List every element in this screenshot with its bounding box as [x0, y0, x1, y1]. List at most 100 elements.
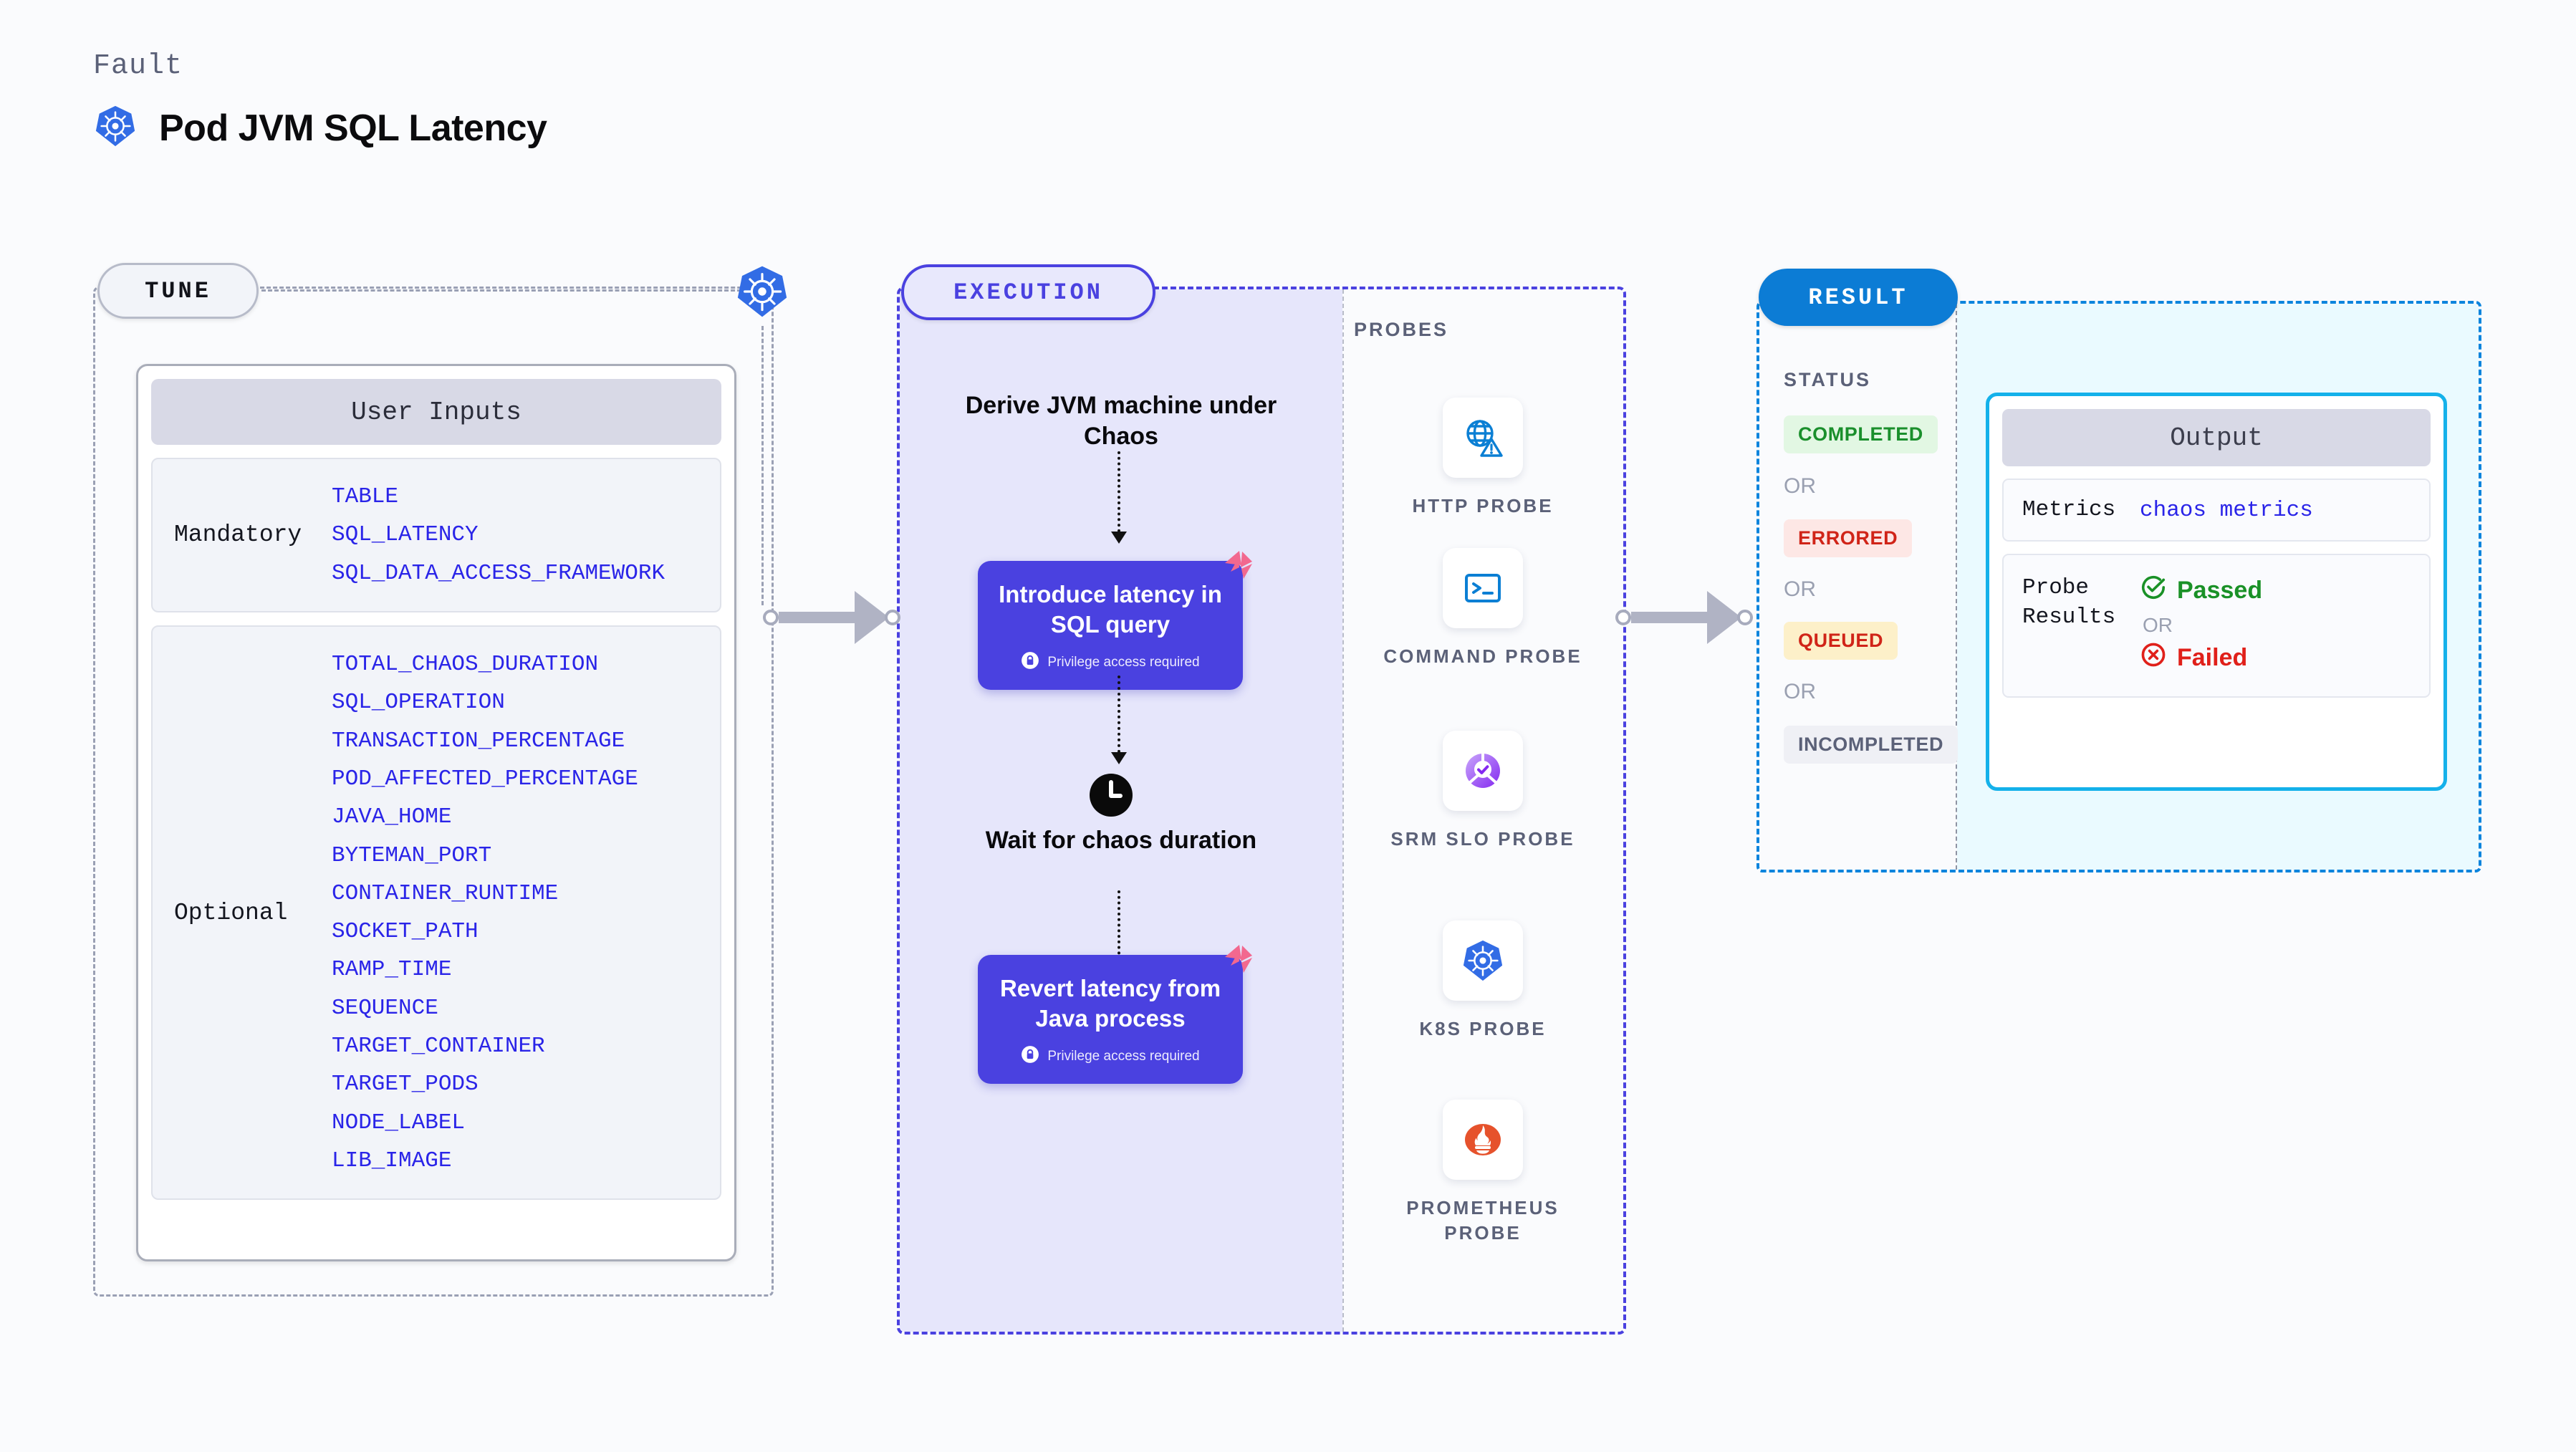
harness-chaos-icon — [1215, 941, 1255, 981]
probe-result-failed: Failed — [2140, 641, 2429, 675]
status-or-label: OR — [1784, 474, 1816, 498]
probe-result-failed-label: Failed — [2177, 644, 2248, 672]
connector-end-dot — [1737, 610, 1753, 625]
execution-node-note: Privilege access required — [991, 1045, 1230, 1068]
probe-command[interactable]: COMMAND PROBE — [1375, 548, 1590, 669]
execution-stage-pill[interactable]: EXECUTION — [901, 264, 1155, 320]
param-item[interactable]: POD_AFFECTED_PERCENTAGE — [332, 766, 638, 792]
terminal-icon — [1443, 548, 1523, 628]
status-badge: COMPLETED — [1784, 415, 1938, 453]
probes-divider — [1342, 289, 1344, 1332]
execution-node-title: Revert latency from Java process — [999, 975, 1221, 1032]
connector-end-dot — [885, 610, 900, 625]
user-inputs-card: User Inputs Mandatory TABLE SQL_LATENCY … — [136, 364, 736, 1261]
status-badge: ERRORED — [1784, 519, 1913, 557]
mandatory-label: Mandatory — [174, 521, 302, 549]
tune-leader-line — [261, 289, 741, 292]
probe-results-key: Probe Results — [2022, 575, 2116, 630]
param-item[interactable]: TARGET_CONTAINER — [332, 1034, 545, 1059]
harness-chaos-icon — [1215, 547, 1255, 587]
param-item[interactable]: TOTAL_CHAOS_DURATION — [332, 651, 599, 677]
tune-stage-pill[interactable]: TUNE — [97, 263, 259, 319]
metrics-value-wrap: chaos metrics — [2140, 498, 2429, 523]
param-item[interactable]: TABLE — [332, 484, 399, 509]
connector-arrowhead — [1707, 591, 1741, 644]
tune-vertical-line — [761, 326, 764, 605]
param-item[interactable]: SQL_OPERATION — [332, 690, 505, 716]
status-badge: QUEUED — [1784, 622, 1898, 660]
probe-label: HTTP PROBE — [1412, 495, 1554, 516]
optional-param-list: TOTAL_CHAOS_DURATION SQL_OPERATION TRANS… — [332, 627, 720, 1198]
execution-node-revert-latency[interactable]: Revert latency from Java process Privile… — [978, 945, 1252, 1084]
probe-label: SRM SLO PROBE — [1390, 828, 1575, 850]
probes-title: PROBES — [1354, 319, 1449, 340]
probe-results-values: Passed OR Failed — [2140, 574, 2429, 675]
param-item[interactable]: SQL_DATA_ACCESS_FRAMEWORK — [332, 560, 665, 586]
connector-start-dot — [1615, 610, 1631, 625]
mandatory-group: Mandatory TABLE SQL_LATENCY SQL_DATA_ACC… — [151, 458, 721, 612]
mandatory-param-list: TABLE SQL_LATENCY SQL_DATA_ACCESS_FRAMEW… — [332, 459, 720, 611]
probe-result-or-label: OR — [2143, 614, 2173, 637]
globe-warning-icon — [1443, 398, 1523, 478]
lock-icon — [1021, 651, 1039, 674]
status-or-label: OR — [1784, 577, 1816, 601]
probe-result-passed: Passed — [2140, 574, 2429, 607]
probe-results-row: Probe Results Passed OR — [2002, 554, 2431, 698]
output-card: Output Metrics chaos metrics Probe Resul… — [1986, 393, 2447, 791]
fault-eyebrow: Fault — [93, 50, 183, 82]
status-title: STATUS — [1784, 369, 1871, 390]
execution-probes-panel — [897, 287, 1626, 1335]
result-stage-pill[interactable]: RESULT — [1759, 269, 1958, 326]
page-header: Fault Pod JVM SQL Latency — [93, 50, 547, 152]
param-item[interactable]: RAMP_TIME — [332, 957, 452, 983]
kubernetes-icon — [734, 264, 790, 319]
output-title: Output — [2002, 409, 2431, 466]
probe-srm-slo[interactable]: SRM SLO PROBE — [1375, 731, 1590, 852]
execution-node-note: Privilege access required — [991, 651, 1230, 674]
derive-step-label: Derive JVM machine under Chaos — [965, 392, 1277, 450]
check-circle-icon — [2140, 574, 2167, 607]
param-item[interactable]: SQL_LATENCY — [332, 522, 479, 548]
probe-prometheus[interactable]: PROMETHEUS PROBE — [1375, 1100, 1590, 1245]
optional-label: Optional — [174, 899, 288, 926]
param-item[interactable]: LIB_IMAGE — [332, 1148, 452, 1173]
execution-node-introduce-latency[interactable]: Introduce latency in SQL query Privilege… — [978, 551, 1252, 690]
optional-group: Optional TOTAL_CHAOS_DURATION SQL_OPERAT… — [151, 625, 721, 1201]
param-item[interactable]: JAVA_HOME — [332, 804, 452, 830]
clock-icon — [1088, 772, 1134, 818]
param-item[interactable]: TARGET_PODS — [332, 1072, 479, 1097]
param-item[interactable]: CONTAINER_RUNTIME — [332, 880, 559, 906]
status-badge: INCOMPLETED — [1784, 726, 1959, 764]
tune-to-execution-connector — [763, 591, 900, 644]
execution-node-note-text: Privilege access required — [1047, 1048, 1200, 1064]
wait-step-label: Wait for chaos duration — [985, 827, 1257, 854]
status-or-label: OR — [1784, 680, 1816, 703]
lock-icon — [1021, 1045, 1039, 1068]
metrics-row: Metrics chaos metrics — [2002, 479, 2431, 542]
probe-label: COMMAND PROBE — [1383, 645, 1582, 667]
flow-arrow — [1111, 451, 1127, 544]
probe-result-passed-label: Passed — [2177, 577, 2263, 605]
probe-label: K8S PROBE — [1419, 1018, 1547, 1039]
metrics-value[interactable]: chaos metrics — [2140, 497, 2313, 523]
prometheus-icon — [1443, 1100, 1523, 1180]
execution-node-note-text: Privilege access required — [1047, 654, 1200, 670]
param-item[interactable]: SOCKET_PATH — [332, 919, 479, 945]
x-circle-icon — [2140, 641, 2167, 675]
kubernetes-icon — [93, 104, 138, 152]
param-item[interactable]: SEQUENCE — [332, 995, 438, 1021]
fault-title-row: Pod JVM SQL Latency — [93, 104, 547, 152]
connector-arrowhead — [855, 591, 889, 644]
result-panel — [1756, 301, 2481, 872]
connector-bar — [779, 612, 856, 623]
page-title: Pod JVM SQL Latency — [159, 107, 547, 149]
param-item[interactable]: TRANSACTION_PERCENTAGE — [332, 728, 625, 754]
kubernetes-icon — [1443, 920, 1523, 1001]
probe-k8s[interactable]: K8S PROBE — [1375, 920, 1590, 1042]
param-item[interactable]: NODE_LABEL — [332, 1110, 466, 1135]
metrics-key: Metrics — [2022, 497, 2116, 522]
probe-http[interactable]: HTTP PROBE — [1375, 398, 1590, 519]
connector-start-dot — [763, 610, 779, 625]
connector-bar — [1631, 612, 1708, 623]
param-item[interactable]: BYTEMAN_PORT — [332, 842, 492, 868]
